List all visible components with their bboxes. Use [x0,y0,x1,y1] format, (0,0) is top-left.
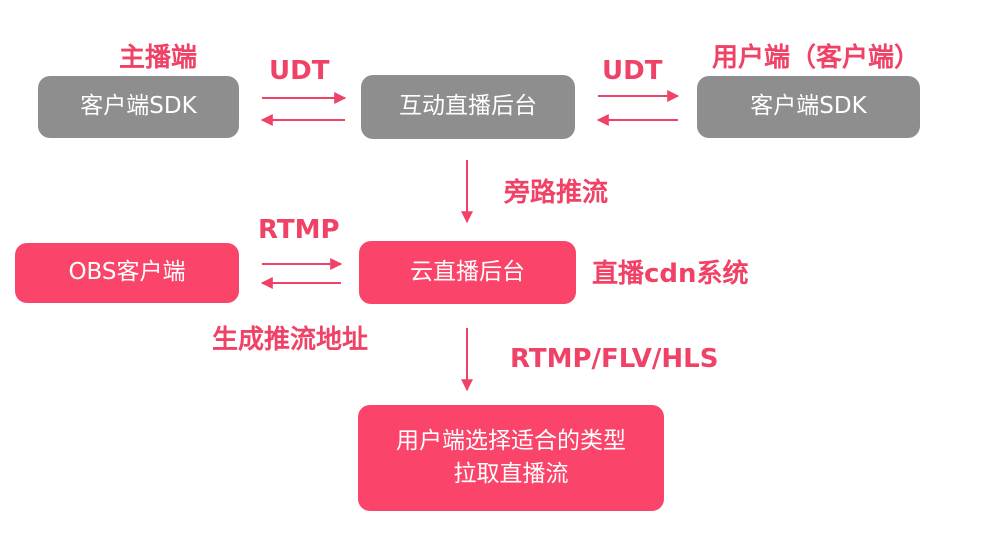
obs-client-text: OBS客户端 [68,259,186,286]
user-pull-stream-line2: 拉取直播流 [453,461,569,487]
protocols-label: RTMP/FLV/HLS [510,344,719,374]
cdn-label: 直播cdn系统 [592,259,749,289]
udt-left-label: UDT [269,56,330,86]
user-client-sdk-text: 客户端SDK [750,93,867,120]
cloud-live-backend-box: 云直播后台 [359,241,576,304]
cloud-live-backend-text: 云直播后台 [410,258,525,285]
host-client-sdk-box: 客户端SDK [38,76,239,138]
user-pull-stream-line1: 用户端选择适合的类型 [396,427,626,454]
user-pull-stream-box: 用户端选择适合的类型 拉取直播流 [358,405,664,511]
udt-right-label: UDT [602,56,663,86]
interactive-live-backend-box: 互动直播后台 [361,75,575,139]
rtmp-label: RTMP [258,215,340,245]
bypass-push-label: 旁路推流 [504,178,609,208]
user-label: 用户端（客户端） [712,43,921,73]
host-client-sdk-text: 客户端SDK [80,93,197,120]
interactive-live-backend-text: 互动直播后台 [399,93,537,120]
user-client-sdk-box: 客户端SDK [697,76,920,138]
gen-push-url-label: 生成推流地址 [212,325,369,355]
host-label: 主播端 [119,43,198,73]
obs-client-box: OBS客户端 [15,243,239,303]
